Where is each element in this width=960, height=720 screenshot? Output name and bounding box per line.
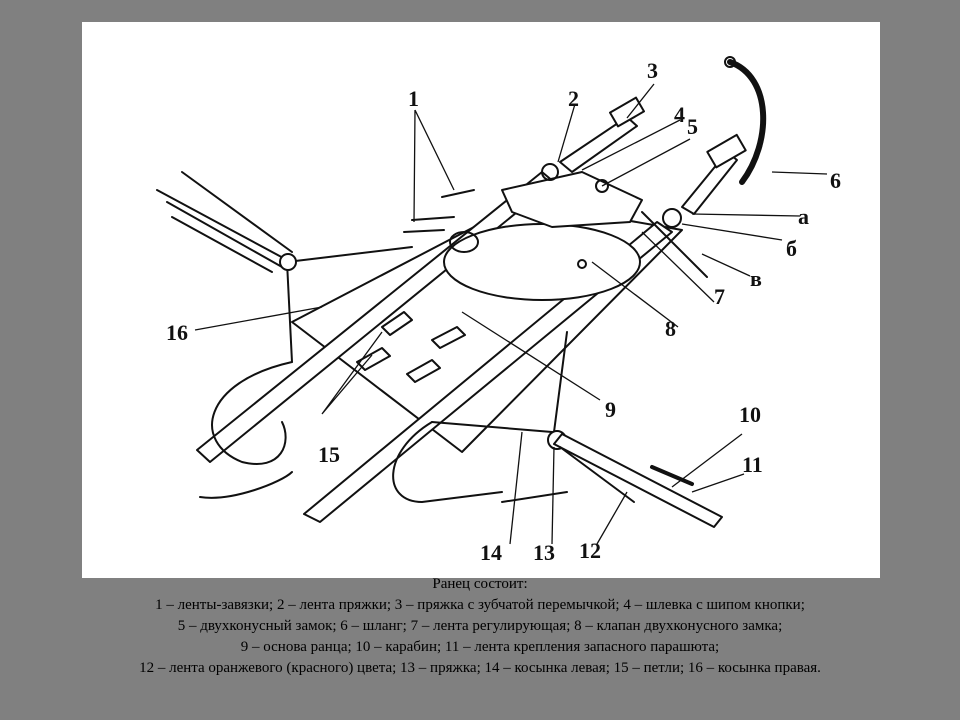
buckle-strap	[559, 116, 638, 173]
callout-a: а	[798, 204, 809, 229]
legend-line: 9 – основа ранца; 10 – карабин; 11 – лен…	[240, 639, 720, 655]
callout-14: 14	[480, 540, 502, 565]
callout-b: б	[786, 236, 797, 261]
callout-2: 2	[568, 86, 579, 111]
legend-heading: Ранец состоит:	[432, 576, 528, 592]
hose	[727, 59, 767, 185]
reserve-strap	[553, 433, 723, 528]
pack-loops	[356, 311, 466, 383]
tie-ribbons	[403, 189, 475, 233]
parachute-pack-drawing	[156, 56, 828, 545]
figure-panel: 1 2 3 4 5 6 а б в 7 8 9 10 11 12 13 14 1…	[82, 22, 880, 578]
callout-11: 11	[742, 452, 763, 477]
callout-6: 6	[830, 168, 841, 193]
callout-9: 9	[605, 397, 616, 422]
left-loops	[199, 361, 293, 499]
toothed-buckle	[609, 96, 645, 128]
callout-7: 7	[714, 284, 725, 309]
callout-12: 12	[579, 538, 601, 563]
callout-10: 10	[739, 402, 761, 427]
carabiner	[650, 465, 694, 486]
callout-16: 16	[166, 320, 188, 345]
legend-caption: Ранец состоит: 1 – ленты-завязки; 2 – ле…	[0, 574, 960, 679]
callout-3: 3	[647, 58, 658, 83]
callout-1: 1	[408, 86, 419, 111]
callout-8: 8	[665, 316, 676, 341]
top-left-bundle	[156, 171, 293, 273]
legend-line: 5 – двухконусный замок; 6 – шланг; 7 – л…	[177, 618, 783, 634]
regulating-strap	[641, 211, 708, 278]
callout-15: 15	[318, 442, 340, 467]
orange-strap	[559, 446, 635, 503]
right-gusset-cord	[286, 246, 413, 363]
callout-13: 13	[533, 540, 555, 565]
legend-line: 1 – ленты-завязки; 2 – лента пряжки; 3 –…	[155, 597, 805, 613]
lower-loops	[392, 421, 568, 503]
left-gusset-cord	[431, 331, 568, 433]
buckle-strap-right	[681, 151, 738, 215]
callout-v: в	[750, 266, 762, 291]
callout-4: 4	[674, 102, 685, 127]
legend-line: 12 – лента оранжевого (красного) цвета; …	[139, 660, 821, 676]
callout-5: 5	[687, 114, 698, 139]
